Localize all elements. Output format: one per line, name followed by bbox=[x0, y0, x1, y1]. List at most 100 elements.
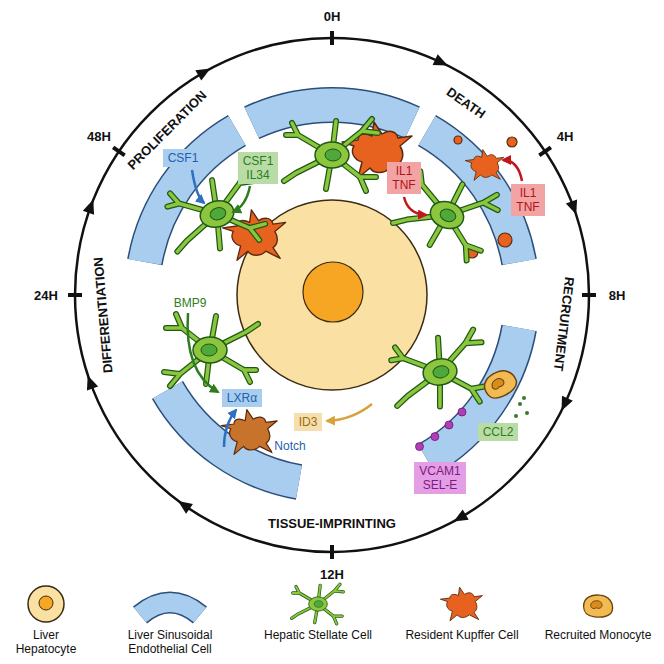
signal-box: LXRα bbox=[222, 389, 262, 407]
signal-name: VCAM1 SEL-E bbox=[419, 464, 460, 492]
adhesion-molecule bbox=[416, 408, 467, 451]
legend-item: Liver Hepatocyte bbox=[4, 628, 88, 656]
cycle-ring bbox=[175, 496, 193, 514]
recruited-monocyte bbox=[480, 365, 520, 402]
legend-item: Recruited Monocyte bbox=[537, 628, 659, 642]
signal-box: ID3 bbox=[294, 413, 323, 431]
legend-text: Hepatic Stellate Cell bbox=[264, 628, 372, 642]
phase-label: RECRUITMENT bbox=[551, 276, 577, 372]
phase-label: TISSUE-IMPRINTING bbox=[268, 516, 396, 531]
kupffer-cell bbox=[465, 150, 504, 181]
time-label: 24H bbox=[34, 288, 58, 303]
legend-icon bbox=[140, 603, 200, 616]
adhesion-molecule bbox=[416, 443, 424, 451]
kupffer-cell bbox=[507, 137, 517, 147]
stellate-cell bbox=[284, 119, 378, 191]
signal-arrow bbox=[327, 404, 372, 421]
signal-name: ID3 bbox=[299, 415, 318, 429]
phase-label: DEATH bbox=[444, 85, 488, 122]
endothelial-tube bbox=[252, 105, 413, 123]
kupffer-cell bbox=[498, 233, 512, 247]
cycle-ring bbox=[195, 63, 213, 80]
time-label: 4H bbox=[557, 129, 574, 144]
time-label: 8H bbox=[609, 288, 626, 303]
legend-text: Resident Kupffer Cell bbox=[405, 628, 518, 642]
phase-label: DEATH bbox=[444, 85, 488, 122]
time-label: 4H bbox=[557, 129, 574, 144]
signal-name: CCL2 bbox=[483, 425, 514, 439]
endothelial-tube bbox=[427, 131, 519, 263]
time-label: 48H bbox=[87, 129, 111, 144]
stellate-cell bbox=[386, 329, 491, 416]
time-label: 12H bbox=[320, 567, 344, 582]
cycle-ring bbox=[68, 31, 596, 559]
signal-name: CSF1 bbox=[168, 151, 199, 165]
legend-text: Recruited Monocyte bbox=[545, 628, 652, 642]
time-label: 12H bbox=[320, 567, 344, 582]
legend-icon bbox=[140, 603, 200, 616]
signal-name: CSF1 IL34 bbox=[243, 154, 274, 182]
time-label: 0H bbox=[324, 9, 341, 24]
signal-arrow bbox=[188, 313, 218, 392]
signal-arrow bbox=[233, 186, 250, 212]
cycle-ring bbox=[556, 396, 573, 414]
signal-name: LXRα bbox=[227, 391, 257, 405]
legend-icon bbox=[292, 584, 344, 624]
endothelial-tube bbox=[427, 131, 519, 263]
legend-item: Liver Sinusoidal Endothelial Cell bbox=[100, 628, 240, 656]
phase-label: RECRUITMENT bbox=[551, 276, 577, 372]
chemokine-dot bbox=[522, 396, 526, 400]
cycle-ring bbox=[451, 509, 469, 526]
legend-icon bbox=[39, 596, 53, 610]
legend-icon bbox=[28, 586, 64, 622]
time-label: 8H bbox=[609, 288, 626, 303]
phase-label: DIFFERENTIATION bbox=[90, 257, 115, 374]
endothelial-tube bbox=[168, 390, 300, 482]
stellate-cell bbox=[164, 314, 258, 386]
endothelial-tube bbox=[145, 105, 519, 482]
phase-label: DIFFERENTIATION bbox=[90, 257, 115, 374]
legend-text: Liver Hepatocyte bbox=[16, 628, 77, 656]
stellate-cell bbox=[161, 119, 502, 416]
signal-arrow bbox=[224, 410, 236, 447]
cycle-ring bbox=[433, 54, 451, 71]
signal-box: CSF1 bbox=[163, 149, 204, 167]
signal-arrow bbox=[192, 170, 204, 203]
signal-arrow bbox=[188, 160, 522, 447]
cycle-ring bbox=[83, 198, 99, 215]
signal-box: IL1 TNF bbox=[511, 184, 544, 216]
signal-box: IL1 TNF bbox=[387, 162, 420, 194]
kupffer-cell bbox=[221, 410, 277, 455]
signal-name: IL1 TNF bbox=[392, 164, 415, 192]
adhesion-molecule bbox=[431, 433, 439, 441]
legend-icon bbox=[28, 584, 613, 624]
signal-box: VCAM1 SEL-E bbox=[414, 462, 465, 494]
chemokine-dot bbox=[514, 396, 529, 418]
endothelial-tube bbox=[145, 131, 237, 263]
legend-item: Hepatic Stellate Cell bbox=[252, 628, 384, 642]
signal-box: CCL2 bbox=[478, 423, 519, 441]
legend-icon bbox=[584, 595, 613, 617]
adhesion-molecule bbox=[458, 408, 466, 416]
endothelial-tube bbox=[252, 105, 413, 123]
signal-label: BMP9 bbox=[174, 296, 207, 310]
endothelial-tube bbox=[168, 390, 300, 482]
legend-icon bbox=[440, 587, 482, 621]
cycle-ring bbox=[82, 54, 582, 527]
signal-arrow bbox=[503, 160, 522, 181]
hepatocyte bbox=[303, 262, 363, 322]
stellate-cell bbox=[390, 165, 503, 265]
recruited-monocyte bbox=[480, 365, 520, 402]
signal-arrow bbox=[404, 197, 426, 215]
endothelial-tube bbox=[145, 131, 237, 263]
cycle-ring bbox=[82, 373, 98, 390]
signal-box: CSF1 IL34 bbox=[238, 152, 279, 184]
signal-label: Notch bbox=[274, 439, 305, 453]
chemokine-dot bbox=[514, 414, 518, 418]
time-label: 0H bbox=[324, 9, 341, 24]
signal-name: IL1 TNF bbox=[516, 186, 539, 214]
phase-label: TISSUE-IMPRINTING bbox=[268, 516, 396, 531]
kupffer-cell bbox=[454, 136, 462, 144]
signal-label: BMP9 bbox=[172, 296, 209, 310]
